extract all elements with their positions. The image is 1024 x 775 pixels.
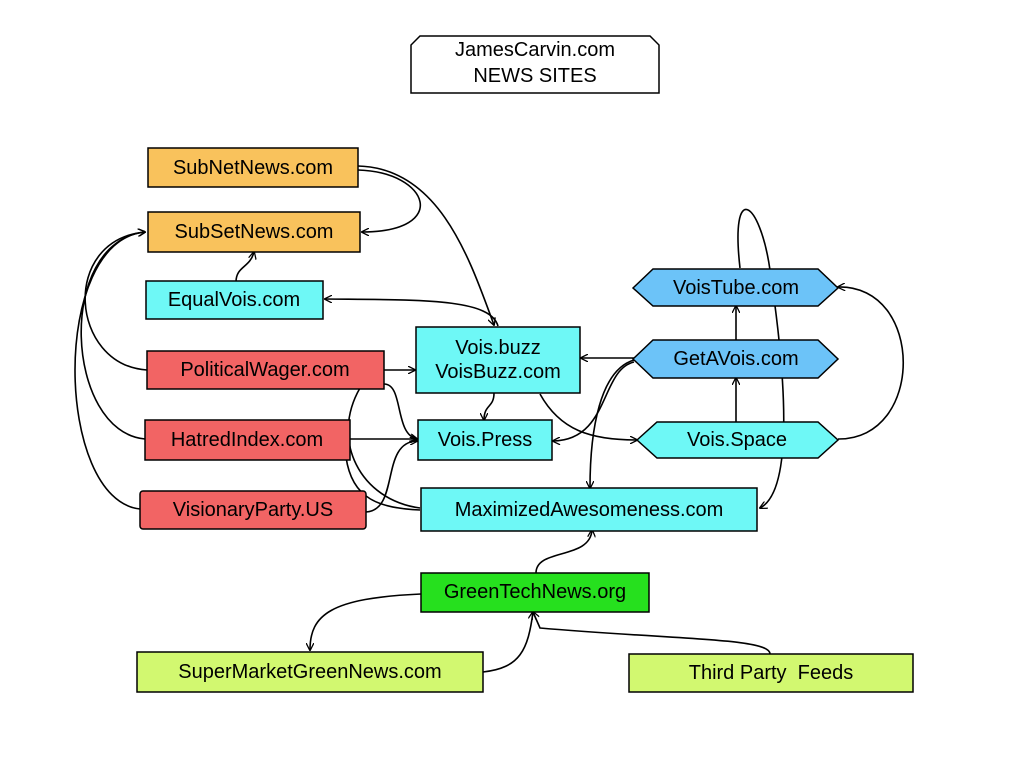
edge-political-to-voispress: [383, 383, 417, 439]
node-maximized: MaximizedAwesomeness.com: [420, 487, 758, 532]
node-subsetnews: SubSetNews.com: [147, 211, 361, 253]
edge-visionary-to-subset: [74, 232, 145, 510]
title-line-2: NEWS SITES: [473, 65, 596, 87]
edge-greentech-to-maximized: [535, 530, 592, 574]
node-label: VisionaryParty.US: [173, 499, 333, 521]
edge-voisbuzz-to-equalvois: [325, 299, 499, 327]
node-label: SubSetNews.com: [175, 221, 334, 243]
edge-getavois-to-voispress: [553, 361, 635, 441]
node-voistube: VoisTube.com: [631, 268, 840, 307]
edge-political-to-maximized: [347, 387, 421, 509]
node-label: EqualVois.com: [168, 289, 300, 311]
node-supermarket: SuperMarketGreenNews.com: [136, 651, 484, 693]
edge-supermarket-to-greentech: [482, 612, 533, 673]
node-voisspace: Vois.Space: [635, 421, 840, 459]
node-label: SubNetNews.com: [173, 157, 333, 179]
node-visionaryparty: VisionaryParty.US: [139, 490, 367, 530]
node-thirdparty: Third Party Feeds: [628, 653, 914, 693]
node-label: Vois.Space: [687, 429, 787, 451]
title-line-1: JamesCarvin.com: [455, 39, 615, 61]
node-label: GetAVois.com: [673, 348, 798, 370]
node-politicalwager: PoliticalWager.com: [146, 350, 385, 390]
node-label: SuperMarketGreenNews.com: [178, 661, 441, 683]
edge-getavois-to-maximized: [590, 359, 635, 488]
node-label-line-1: Vois.buzz: [455, 337, 541, 359]
edge-subnet-to-voisbuzz: [357, 165, 494, 325]
edge-visionary-to-voispress: [365, 441, 417, 513]
edge-voisspace-to-voistube: [838, 287, 904, 440]
node-label-line-2: VoisBuzz.com: [435, 361, 561, 383]
node-subnetnews: SubNetNews.com: [147, 147, 359, 188]
node-getavois: GetAVois.com: [631, 339, 840, 379]
edge-subnet-to-subset: [357, 169, 422, 232]
node-voispress: Vois.Press: [417, 419, 553, 461]
edge-political-to-subset: [84, 232, 148, 371]
node-label: VoisTube.com: [673, 277, 799, 299]
edge-voisbuzz-to-voisspace: [539, 393, 637, 440]
node-label: Vois.Press: [438, 429, 532, 451]
node-label: MaximizedAwesomeness.com: [455, 499, 724, 521]
edge-greentech-to-supermarket: [310, 593, 422, 650]
edge-voisbuzz-to-voispress: [484, 392, 495, 420]
node-label: HatredIndex.com: [171, 429, 323, 451]
edge-equalvois-to-subset: [235, 252, 254, 283]
node-equalvois: EqualVois.com: [145, 280, 324, 320]
node-greentech: GreenTechNews.org: [420, 572, 650, 613]
edge-hatred-to-maximized: [345, 456, 421, 511]
edge-hatred-to-subset: [80, 232, 145, 440]
title-box: JamesCarvin.com NEWS SITES: [410, 35, 660, 94]
node-hatredindex: HatredIndex.com: [144, 419, 351, 461]
node-label: GreenTechNews.org: [444, 581, 626, 603]
node-voisbuzz: Vois.buzz VoisBuzz.com: [415, 326, 581, 394]
edge-thirdparty-to-greentech: [533, 612, 771, 655]
node-label: PoliticalWager.com: [180, 359, 349, 381]
node-label: Third Party Feeds: [689, 662, 854, 684]
edges: [74, 165, 904, 673]
